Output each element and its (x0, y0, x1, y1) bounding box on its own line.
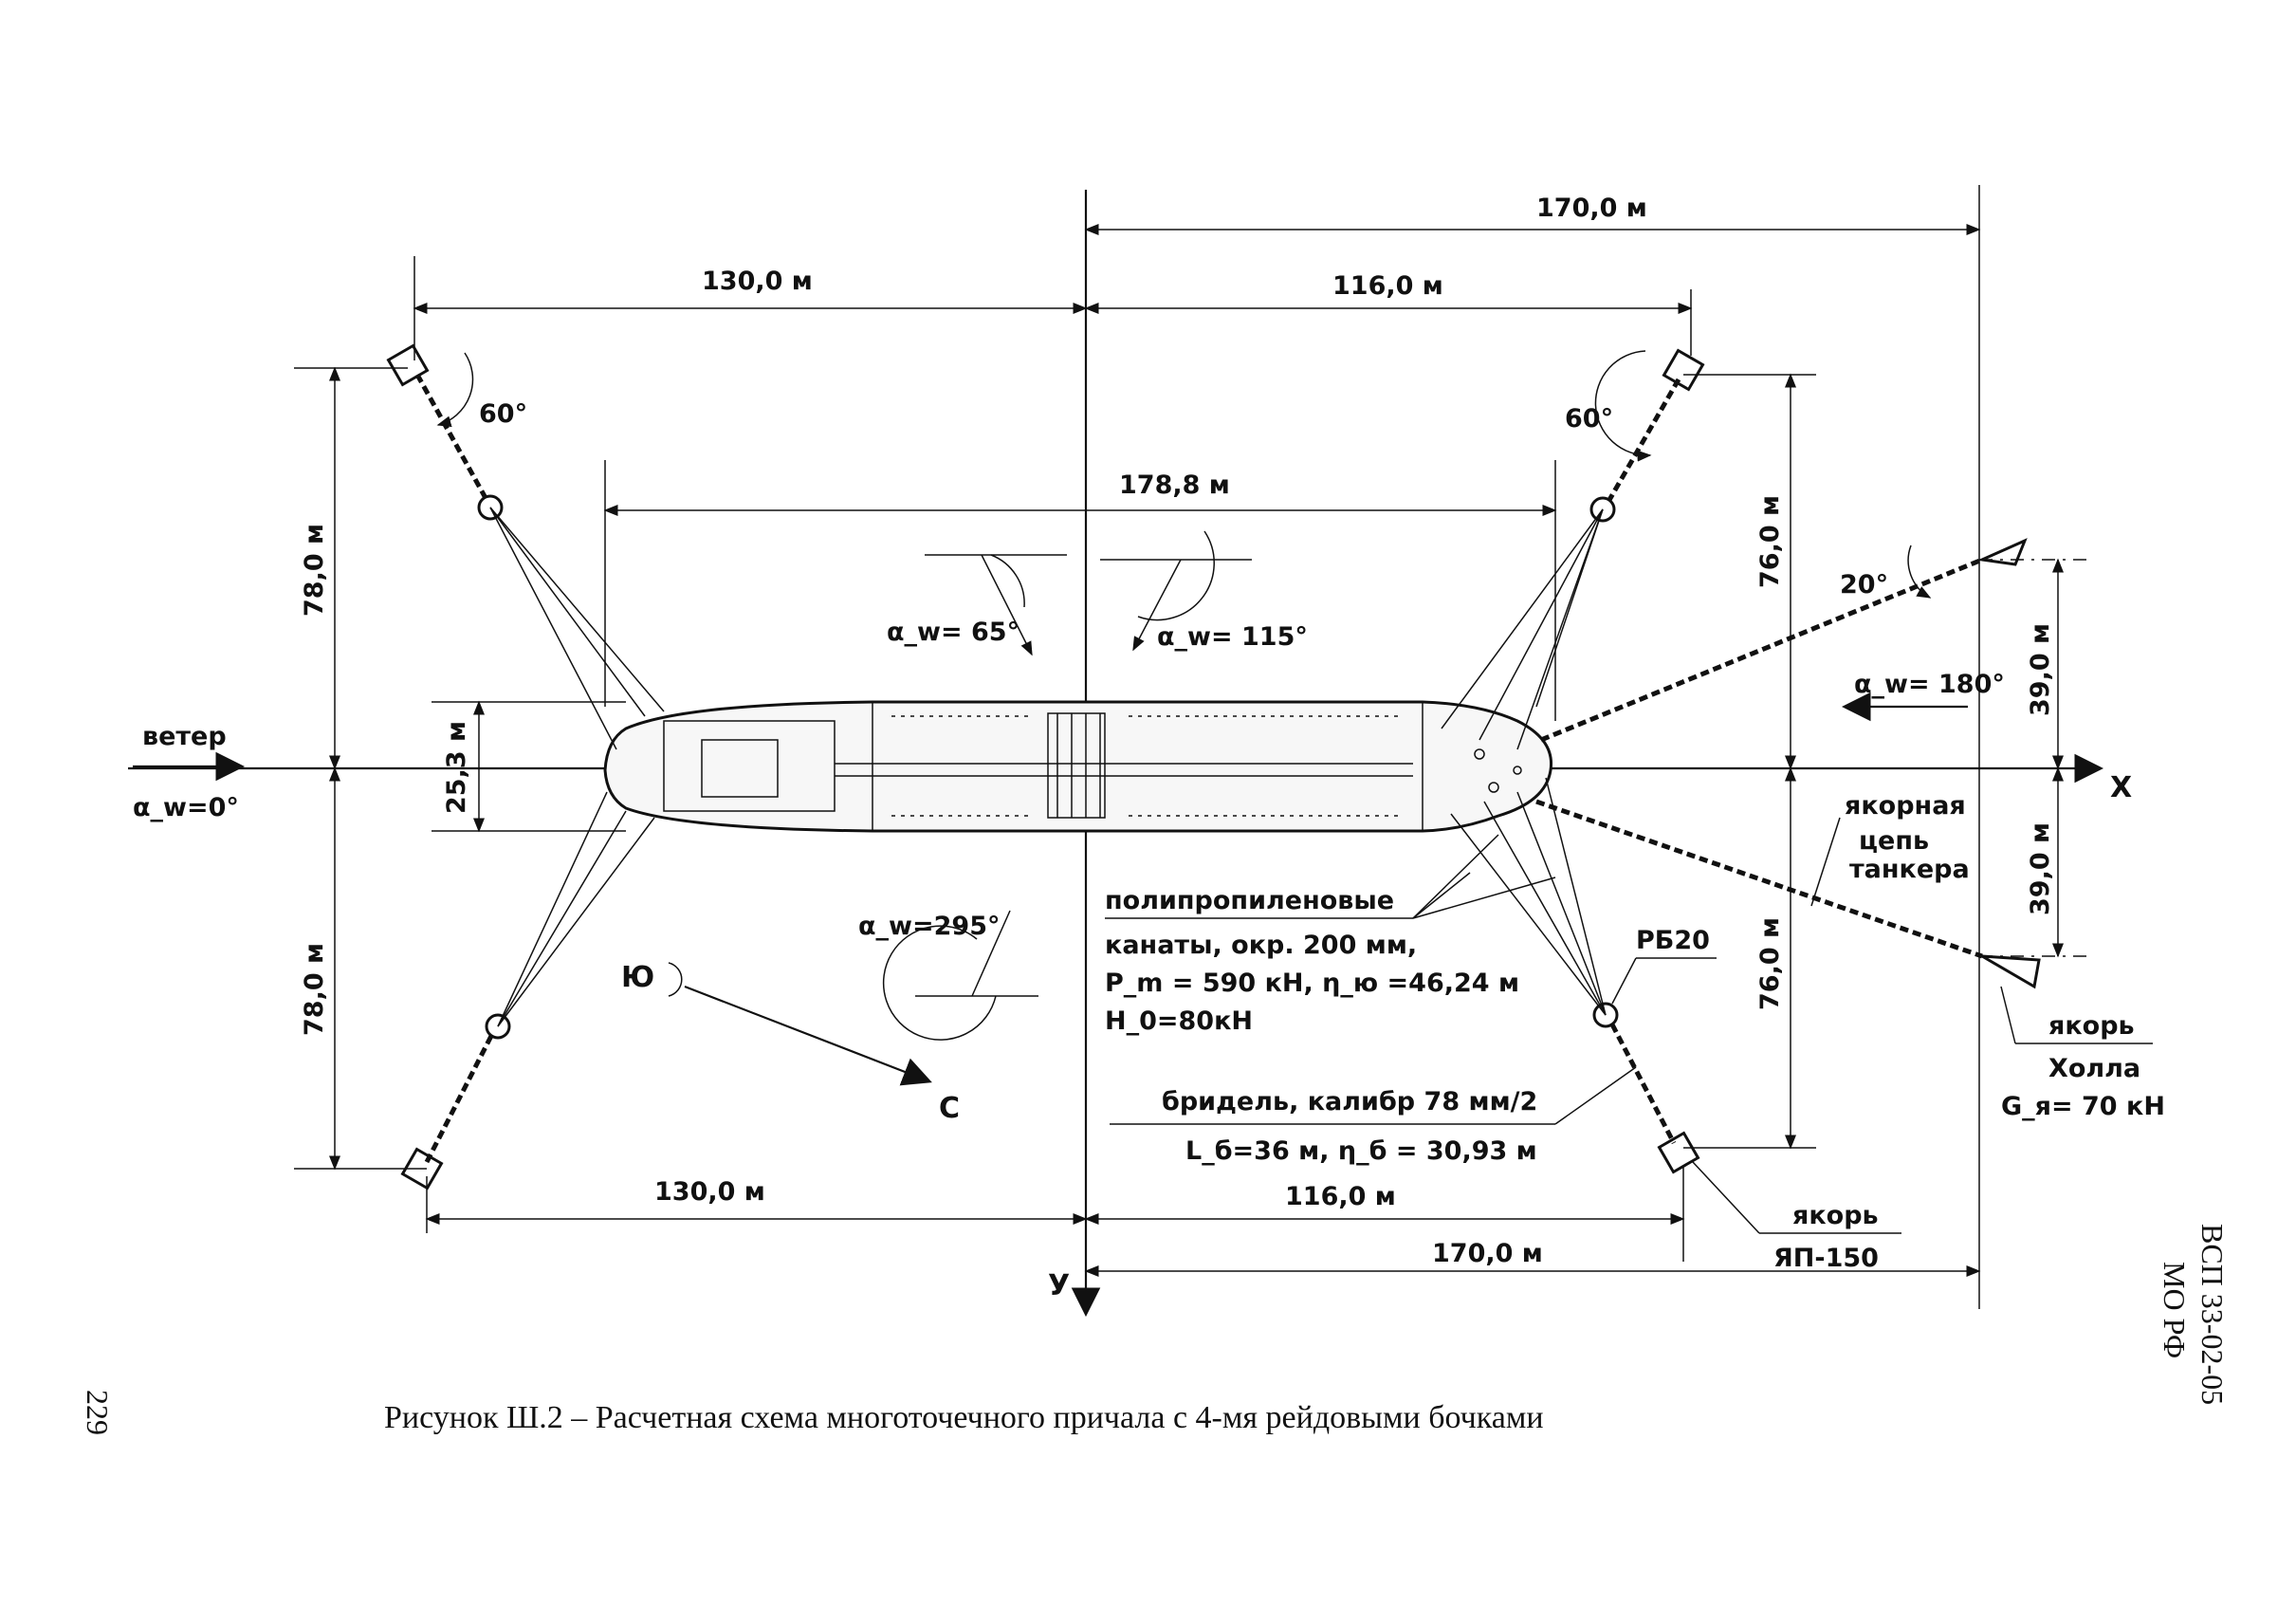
axis-y-label: У (1048, 1269, 1070, 1302)
wind-180-label: α_w= 180° (1854, 670, 2005, 699)
tanker-hull (603, 700, 1553, 833)
wind-295-symbol (882, 910, 1038, 1041)
bridle-chain-bottom-right (1609, 1023, 1677, 1145)
hall-anchor-line3: G_я= 70 кН (2001, 1092, 2165, 1121)
bridle-line1: бридель, калибр 78 мм/2 (1162, 1087, 1537, 1116)
figure-caption: Рисунок Ш.2 – Расчетная схема многоточеч… (384, 1400, 1544, 1435)
bridle-chain-top-right (1607, 378, 1681, 502)
wind-295-label: α_w=295° (858, 912, 1000, 941)
buoy-type-label: РБ20 (1636, 926, 1710, 955)
hall-anchor-line2: Холла (2048, 1054, 2140, 1083)
angle-right-buoy: 60° (1565, 404, 1613, 434)
wind-115-label: α_w= 115° (1157, 622, 1308, 652)
bridle-chain-bottom-left (424, 1034, 494, 1164)
north-label: С (939, 1092, 960, 1125)
dim-top-130: 130,0 м (702, 267, 813, 296)
dim-ship-width: 25,3 м (442, 721, 471, 814)
bridle-chain-top-left (414, 373, 488, 500)
axis-x-label: X (2110, 771, 2132, 804)
dim-ship-length: 178,8 м (1119, 471, 1230, 500)
dim-top-116: 116,0 м (1332, 271, 1443, 301)
wind-65-symbol (925, 554, 1067, 656)
wind-label: ветер (142, 722, 227, 751)
dim-left-78-lower: 78,0 м (300, 943, 329, 1036)
tanker-chain-line3: танкера (1849, 855, 1970, 884)
yap-anchor-line2: ЯП-150 (1773, 1244, 1879, 1273)
wind-65-label: α_w= 65° (887, 618, 1019, 647)
angle-left-buoy: 60° (479, 399, 527, 429)
mooring-ropes (489, 507, 1607, 1027)
anchor-bottom-right (1657, 1131, 1700, 1174)
wind-0-label: α_w=0° (133, 793, 239, 822)
hall-anchor-lower (1981, 954, 2041, 989)
wind-115-symbol (1100, 530, 1252, 652)
dim-bottom-170: 170,0 м (1432, 1239, 1543, 1268)
side-note-line2: МО РФ (2158, 1262, 2192, 1358)
hall-anchor-line1: якорь (2048, 1011, 2135, 1041)
tanker-chain-line2: цепь (1859, 826, 1929, 856)
dim-bottom-130: 130,0 м (654, 1177, 765, 1207)
ropes-line4: H_0=80кН (1105, 1006, 1253, 1036)
hall-anchor-upper (1976, 538, 2028, 566)
tanker-chain-line1: якорная (1845, 791, 1966, 821)
tanker-chain-lower (1535, 799, 1983, 959)
page-number: 229 (81, 1390, 115, 1435)
ropes-line2: канаты, окр. 200 мм, (1105, 931, 1417, 960)
dim-right-39-lower: 39,0 м (2026, 822, 2055, 915)
dim-right-39-upper: 39,0 м (2026, 623, 2055, 716)
dim-right-76-lower: 76,0 м (1755, 917, 1785, 1010)
dim-left-78-upper: 78,0 м (300, 524, 329, 617)
south-label: Ю (621, 961, 654, 994)
bridle-line2: L_б=36 м, η_б = 30,93 м (1185, 1136, 1537, 1166)
dim-right-76-upper: 76,0 м (1755, 495, 1785, 588)
ropes-line1: полипропиленовые (1105, 886, 1394, 915)
dim-bottom-116: 116,0 м (1285, 1182, 1396, 1211)
ropes-line3: P_m = 590 кН, η_ю =46,24 м (1105, 969, 1519, 998)
yap-anchor-line1: якорь (1792, 1201, 1879, 1230)
side-note-line1: ВСП 33-02-05 (2195, 1224, 2230, 1405)
south-north-arrow (684, 985, 932, 1086)
anchor-top-right (1662, 348, 1705, 392)
dim-top-170: 170,0 м (1536, 194, 1647, 223)
angle-tanker-anchor: 20° (1840, 570, 1888, 600)
